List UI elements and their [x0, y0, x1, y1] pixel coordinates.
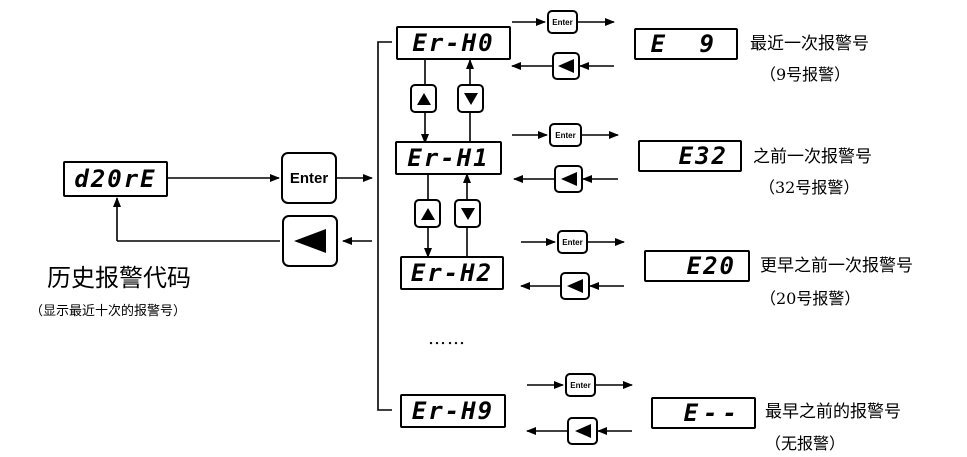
left-title: 历史报警代码	[47, 264, 191, 292]
row-1-description: 之前一次报警号	[753, 147, 872, 167]
down-triangle-icon	[463, 92, 478, 105]
row-0-display: Er-H0	[396, 26, 511, 60]
row-1-subnote: （32号报警）	[759, 178, 860, 197]
row-9-back-button[interactable]	[567, 417, 598, 445]
up-triangle-icon	[420, 207, 435, 220]
row-1-value-display: E32	[638, 140, 742, 172]
up-button-1[interactable]	[410, 84, 437, 113]
left-triangle-icon	[560, 172, 577, 186]
left-triangle-icon	[558, 59, 574, 73]
down-triangle-icon	[460, 207, 475, 220]
left-triangle-icon	[567, 279, 583, 293]
left-triangle-icon	[294, 229, 326, 253]
row-0-description: 最近一次报警号	[750, 34, 869, 54]
row-0-enter-button[interactable]: Enter	[547, 10, 578, 34]
row-9-display: Er-H9	[400, 394, 506, 428]
row-2-value-display: E20	[644, 250, 750, 282]
row-0-subnote: （9号报警）	[760, 65, 851, 84]
row-1-display: Er-H1	[395, 141, 502, 175]
row-2-enter-button[interactable]: Enter	[557, 230, 588, 254]
row-2-back-button[interactable]	[560, 272, 590, 300]
main-display: d20rE	[63, 161, 168, 197]
up-button-2[interactable]	[414, 199, 441, 228]
back-button[interactable]	[282, 215, 338, 267]
row-1-back-button[interactable]	[554, 165, 583, 193]
row-9-subnote: （无报警）	[765, 434, 846, 453]
row-9-description: 最早之前的报警号	[765, 402, 901, 422]
ellipsis: ……	[428, 328, 466, 349]
left-triangle-icon	[574, 424, 591, 438]
row-2-subnote: （20号报警）	[760, 289, 861, 308]
row-1-enter-button[interactable]: Enter	[549, 123, 582, 147]
row-2-display: Er-H2	[400, 256, 504, 290]
up-triangle-icon	[416, 92, 431, 105]
row-2-description: 更早之前一次报警号	[760, 256, 913, 276]
row-0-value-display: E 9	[634, 28, 738, 60]
down-button-2[interactable]	[454, 199, 481, 228]
row-9-enter-button[interactable]: Enter	[565, 373, 596, 397]
enter-button[interactable]: Enter	[281, 152, 337, 204]
left-note: （显示最近十次的报警号）	[30, 304, 187, 319]
down-button-1[interactable]	[457, 84, 484, 113]
row-9-value-display: E--	[651, 397, 756, 429]
row-0-back-button[interactable]	[552, 52, 580, 80]
